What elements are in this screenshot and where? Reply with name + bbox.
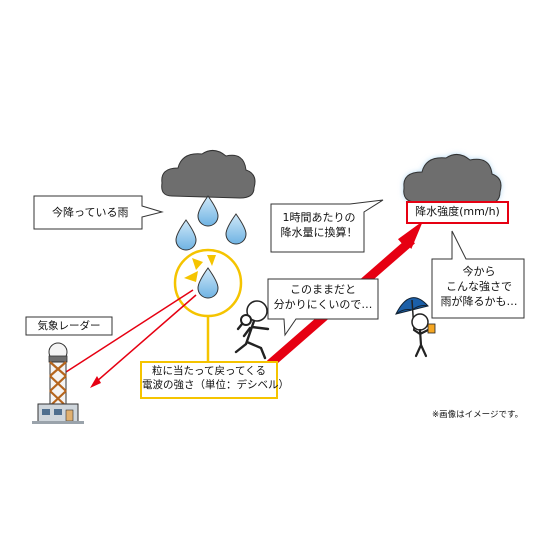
magnifier-icon — [236, 314, 252, 331]
radar-beam — [65, 289, 197, 388]
future-rain-line-3: 雨が降るかも… — [440, 294, 518, 308]
radar-label: 気象レーダー — [37, 320, 101, 332]
hard-to-understand-label: このままだと 分かりにくいので… — [270, 283, 376, 313]
raindrop-icon — [225, 213, 247, 245]
radar-tower-icon — [32, 342, 84, 424]
umbrella-person-icon — [395, 297, 436, 358]
cloud-icon — [161, 150, 256, 199]
callout-current-rain — [33, 195, 164, 230]
raindrop-icon — [175, 219, 197, 251]
person-icon — [234, 300, 270, 360]
cloud-icon — [403, 154, 502, 205]
current-rain-label: 今降っている雨 — [52, 206, 129, 219]
precip-intensity-label: 降水強度(mm/h) — [415, 205, 500, 218]
hourly-conversion-label: 1時間あたりの 降水量に換算！ — [276, 211, 362, 241]
image-note: ※画像はイメージです。 — [432, 410, 524, 420]
reflected-wave-line-1: 粒に当たって戻ってくる — [152, 365, 266, 377]
precip-intensity-box — [406, 201, 509, 224]
future-rain-line-2: こんな強さで — [446, 279, 512, 293]
hard-to-understand-line-1: このままだと — [290, 283, 356, 296]
radar-label-box — [25, 316, 113, 336]
callout-hard-to-understand — [267, 278, 379, 337]
reflected-wave-line-2: 電波の強さ（単位：デシベル） — [142, 379, 289, 392]
callout-hourly-conversion — [270, 199, 384, 253]
hourly-conversion-line-2: 降水量に換算！ — [280, 225, 358, 239]
reflected-wave-label: 粒に当たって戻ってくる 電波の強さ（単位：デシベル） — [142, 364, 289, 392]
hourly-conversion-line-1: 1時間あたりの — [282, 211, 356, 224]
future-rain-label: 今から こんな強さで 雨が降るかも… — [436, 265, 522, 310]
raindrop-icon — [197, 195, 219, 227]
reflection-highlight — [173, 248, 243, 362]
callout-future-rain — [431, 230, 525, 319]
hard-to-understand-line-2: 分かりにくいので… — [273, 297, 373, 311]
future-rain-line-1: 今から — [462, 265, 496, 278]
reflected-wave-box — [140, 361, 278, 399]
